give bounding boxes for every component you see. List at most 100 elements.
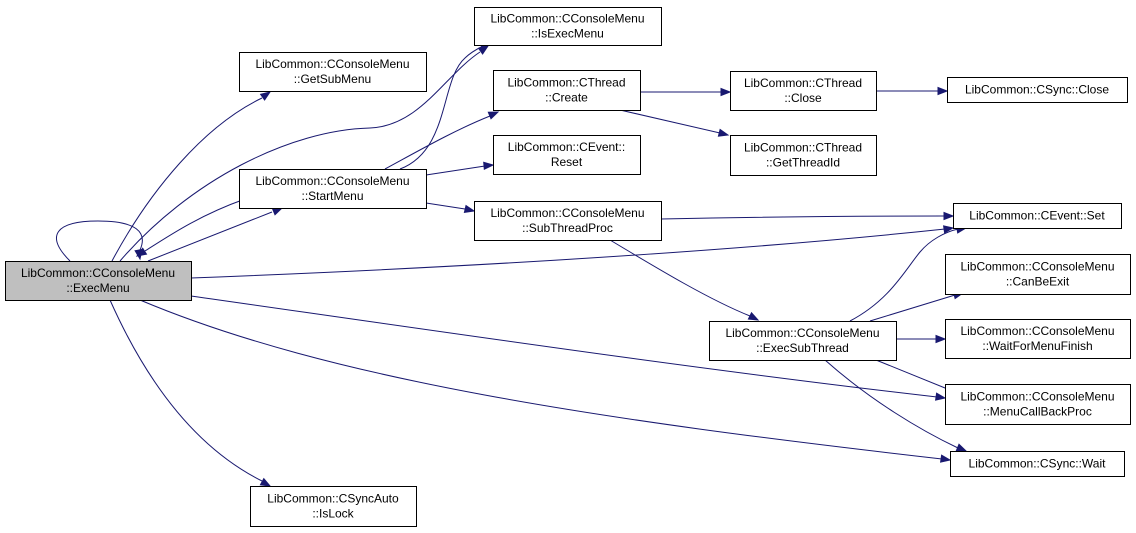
- edge-line: [425, 202, 466, 210]
- arrowhead-icon: [940, 454, 952, 463]
- node-box[interactable]: [239, 52, 427, 92]
- node-menucallbackproc[interactable]: LibCommon::CConsoleMenu::MenuCallBackPro…: [945, 384, 1131, 425]
- node-thread_close[interactable]: LibCommon::CThread::Close: [730, 71, 877, 111]
- node-thread_getid[interactable]: LibCommon::CThread::GetThreadId: [730, 135, 877, 176]
- edge-line: [609, 239, 751, 317]
- arrowhead-icon: [935, 392, 947, 401]
- node-label: LibCommon::CConsoleMenu: [255, 57, 409, 71]
- arrowhead-icon: [935, 334, 947, 344]
- edge-line: [144, 198, 246, 252]
- node-canbeexit[interactable]: LibCommon::CConsoleMenu::CanBeExit: [945, 254, 1131, 295]
- node-label: LibCommon::CConsoleMenu: [490, 12, 644, 26]
- node-waitformenufinish[interactable]: LibCommon::CConsoleMenu::WaitForMenuFini…: [945, 319, 1131, 359]
- node-label: LibCommon::CConsoleMenu: [21, 266, 175, 280]
- edge-execmenu-to-startmenu: [147, 207, 284, 262]
- arrowhead-icon: [483, 161, 495, 170]
- edge-execmenu-to-sync_wait: [139, 299, 952, 463]
- edge-line: [139, 299, 943, 460]
- arrowhead-icon: [747, 311, 760, 321]
- node-label: LibCommon::CThread: [744, 76, 862, 90]
- arrowhead-icon: [487, 111, 500, 120]
- node-label: LibCommon::CSync::Close: [965, 83, 1109, 97]
- node-label: Reset: [551, 155, 583, 169]
- node-event_reset[interactable]: LibCommon::CEvent::Reset: [493, 135, 641, 175]
- edge-execmenu-to-menucallbackproc: [190, 295, 947, 401]
- edge-line: [824, 359, 959, 449]
- node-label: ::CanBeExit: [1006, 275, 1070, 289]
- node-box[interactable]: [493, 135, 641, 175]
- node-thread_create[interactable]: LibCommon::CThread::Create: [493, 70, 641, 111]
- node-event_set[interactable]: LibCommon::CEvent::Set: [953, 203, 1122, 229]
- node-box[interactable]: [5, 261, 192, 301]
- node-label: LibCommon::CConsoleMenu: [960, 260, 1114, 274]
- edge-line: [109, 299, 263, 482]
- node-label: LibCommon::CSyncAuto: [267, 492, 399, 506]
- node-box[interactable]: [953, 203, 1122, 229]
- node-sync_wait[interactable]: LibCommon::CSync::Wait: [950, 451, 1125, 477]
- arrowhead-icon: [259, 91, 272, 101]
- node-isexecmenu[interactable]: LibCommon::CConsoleMenu::IsExecMenu: [474, 7, 662, 46]
- edge-thread_close-to-sync_close: [876, 86, 949, 96]
- edge-startmenu-to-event_reset: [425, 161, 495, 176]
- node-execmenu[interactable]: LibCommon::CConsoleMenu::ExecMenu: [5, 261, 192, 301]
- arrowhead-icon: [943, 225, 955, 234]
- edge-line: [849, 228, 959, 322]
- edge-line: [619, 109, 721, 134]
- edge-thread_create-to-thread_getid: [619, 109, 730, 137]
- node-box[interactable]: [950, 451, 1125, 477]
- node-box[interactable]: [730, 71, 877, 111]
- edge-execsubthread-to-sync_wait: [824, 359, 968, 452]
- node-box[interactable]: [945, 254, 1131, 295]
- node-label: LibCommon::CEvent::Set: [969, 209, 1105, 223]
- node-subthreadproc[interactable]: LibCommon::CConsoleMenu::SubThreadProc: [474, 201, 662, 241]
- node-label: LibCommon::CConsoleMenu: [725, 326, 879, 340]
- node-execsubthread[interactable]: LibCommon::CConsoleMenu::ExecSubThread: [709, 321, 897, 361]
- node-label: ::WaitForMenuFinish: [982, 339, 1092, 353]
- node-label: ::IsExecMenu: [531, 27, 604, 41]
- node-box[interactable]: [709, 321, 897, 361]
- arrowhead-icon: [720, 87, 732, 97]
- node-startmenu[interactable]: LibCommon::CConsoleMenu::StartMenu: [239, 169, 427, 209]
- arrowhead-icon: [259, 477, 272, 487]
- node-box[interactable]: [493, 70, 641, 111]
- node-box[interactable]: [239, 169, 427, 209]
- edge-execmenu-to-getsubmenu: [111, 91, 272, 262]
- function-nodes: LibCommon::CConsoleMenu::ExecMenuLibComm…: [5, 7, 1131, 527]
- edge-execmenu-to-event_set: [190, 225, 955, 279]
- node-getsubmenu[interactable]: LibCommon::CConsoleMenu::GetSubMenu: [239, 52, 427, 92]
- node-label: LibCommon::CThread: [744, 141, 862, 155]
- node-label: ::GetSubMenu: [294, 72, 371, 86]
- edge-line: [399, 45, 484, 170]
- node-label: LibCommon::CSync::Wait: [969, 457, 1107, 471]
- edge-line: [384, 115, 491, 170]
- edge-line: [660, 215, 945, 220]
- node-box[interactable]: [945, 384, 1131, 425]
- node-box[interactable]: [945, 319, 1131, 359]
- node-label: ::Create: [545, 91, 588, 105]
- edge-thread_create-to-thread_close: [640, 87, 732, 97]
- node-box[interactable]: [474, 7, 662, 46]
- node-sync_close[interactable]: LibCommon::CSync::Close: [947, 77, 1128, 103]
- node-box[interactable]: [250, 486, 417, 527]
- node-box[interactable]: [947, 77, 1128, 103]
- edge-startmenu-to-thread_create: [384, 111, 500, 170]
- node-label: ::Close: [784, 91, 822, 105]
- arrowhead-icon: [717, 128, 730, 137]
- node-syncauto_islock[interactable]: LibCommon::CSyncAuto::IsLock: [250, 486, 417, 527]
- edge-line: [190, 295, 938, 398]
- edge-line: [119, 51, 481, 262]
- edge-execmenu-to-syncauto_islock: [109, 299, 272, 487]
- arrowhead-icon: [955, 443, 968, 452]
- edge-startmenu-to-execmenu: [135, 198, 246, 257]
- edge-line: [147, 211, 273, 262]
- edge-line: [190, 228, 946, 279]
- edge-line: [111, 97, 263, 262]
- node-box[interactable]: [474, 201, 662, 241]
- edge-startmenu-to-subthreadproc: [425, 202, 476, 214]
- node-label: ::StartMenu: [301, 189, 363, 203]
- node-box[interactable]: [730, 135, 877, 176]
- node-label: ::GetThreadId: [766, 156, 840, 170]
- node-label: ::MenuCallBackProc: [983, 405, 1092, 419]
- arrowhead-icon: [135, 247, 148, 257]
- edge-line: [425, 165, 486, 176]
